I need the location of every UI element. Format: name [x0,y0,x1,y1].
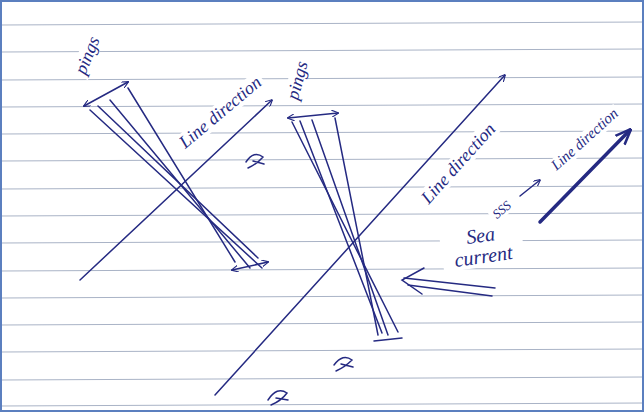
ping-beam [98,106,258,258]
sss-arrow [520,180,540,196]
sea-current-arrow [402,268,495,296]
line-direction-arrow [80,100,272,280]
ruled-line [0,131,644,134]
ping-width-arrow [84,82,128,106]
handwritten-label: Line direction [173,70,267,153]
ruled-line [0,22,644,25]
ping-beam [292,122,398,332]
ruled-line [0,186,644,189]
ruled-line [0,377,644,380]
ruled-line [0,403,644,406]
current-stroke [408,285,492,296]
ruled-line [0,295,644,298]
handwritten-label: Line direction [415,117,501,209]
label-holder: Line direction [415,117,501,209]
ruled-line [0,322,644,325]
ruled-line [0,240,644,243]
ping-width-arrow [288,113,338,118]
vessel-squiggle [268,391,288,405]
label-holder: SSS [488,197,516,224]
ink [80,75,630,405]
handwritten-label: Sea current [438,219,525,272]
handwritten-label: Line direction [546,104,623,176]
label-holder: pings [71,31,105,80]
ping-beam [300,121,382,333]
ping-fan-middle [288,113,402,341]
label-holder: Line direction [546,104,623,176]
ping-width-line [374,338,402,341]
ruled-line [0,268,644,271]
label-holder: Sea current [438,219,525,272]
label-holder: Line direction [173,70,267,153]
ruled-line [0,104,644,107]
current-head [402,268,424,294]
ruled-lines [0,22,644,406]
ruled-line [0,158,644,161]
ping-fan-left [84,82,268,270]
vessel-squiggle [334,357,353,371]
ping-beam [312,120,388,335]
ruled-line [0,77,644,80]
ping-width-arrow [232,262,268,270]
handwritten-label: pings [71,31,105,80]
vessel-squiggle [246,154,264,168]
handwritten-label: pings [283,56,313,104]
ruled-line [0,349,644,352]
handwritten-label: SSS [488,197,516,224]
label-holder: pings [283,56,313,104]
